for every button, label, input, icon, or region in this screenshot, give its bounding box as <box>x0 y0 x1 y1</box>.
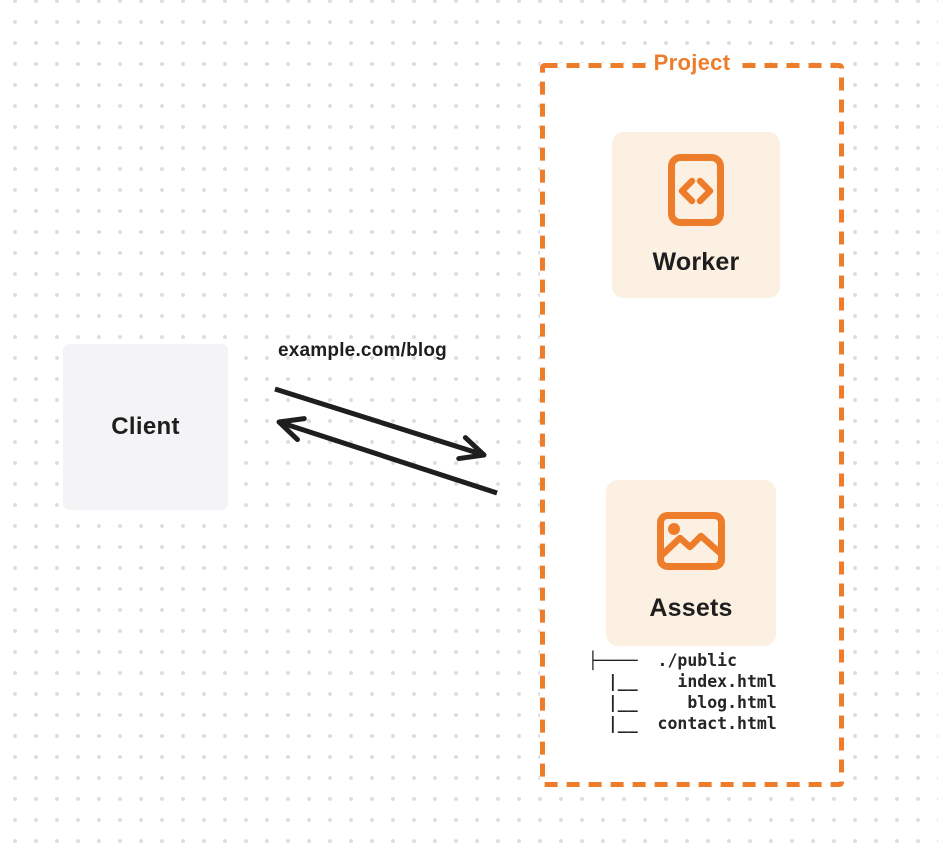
worker-node: Worker <box>612 132 780 298</box>
project-container: Project Worker Assets ├──── ./public |__… <box>540 50 844 787</box>
assets-label: Assets <box>649 593 733 622</box>
project-label: Project <box>650 50 734 76</box>
assets-node: Assets <box>606 480 776 646</box>
assets-file-tree: ├──── ./public |__ index.html |__ blog.h… <box>588 651 777 733</box>
client-node: Client <box>63 344 228 510</box>
worker-label: Worker <box>652 247 740 276</box>
response-arrow <box>276 416 498 496</box>
request-arrow <box>274 386 487 462</box>
request-url-label: example.com/blog <box>278 340 447 361</box>
code-file-icon <box>668 153 724 226</box>
image-icon <box>657 511 725 570</box>
client-label: Client <box>111 413 180 440</box>
